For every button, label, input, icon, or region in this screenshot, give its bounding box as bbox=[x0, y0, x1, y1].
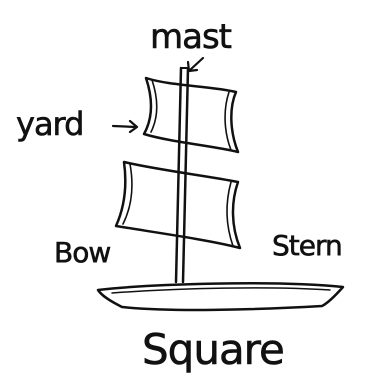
mast-arrow bbox=[188, 58, 203, 71]
stern-label: Stern bbox=[272, 229, 342, 262]
ship-hull bbox=[98, 283, 343, 310]
mast-pole bbox=[176, 68, 188, 282]
bow-label: Bow bbox=[54, 236, 110, 269]
yard-label: yard bbox=[16, 105, 83, 143]
upper-sail bbox=[144, 78, 238, 152]
mast-label: mast bbox=[150, 17, 232, 57]
yard-arrow bbox=[113, 121, 137, 132]
title-label: Square bbox=[142, 325, 284, 374]
